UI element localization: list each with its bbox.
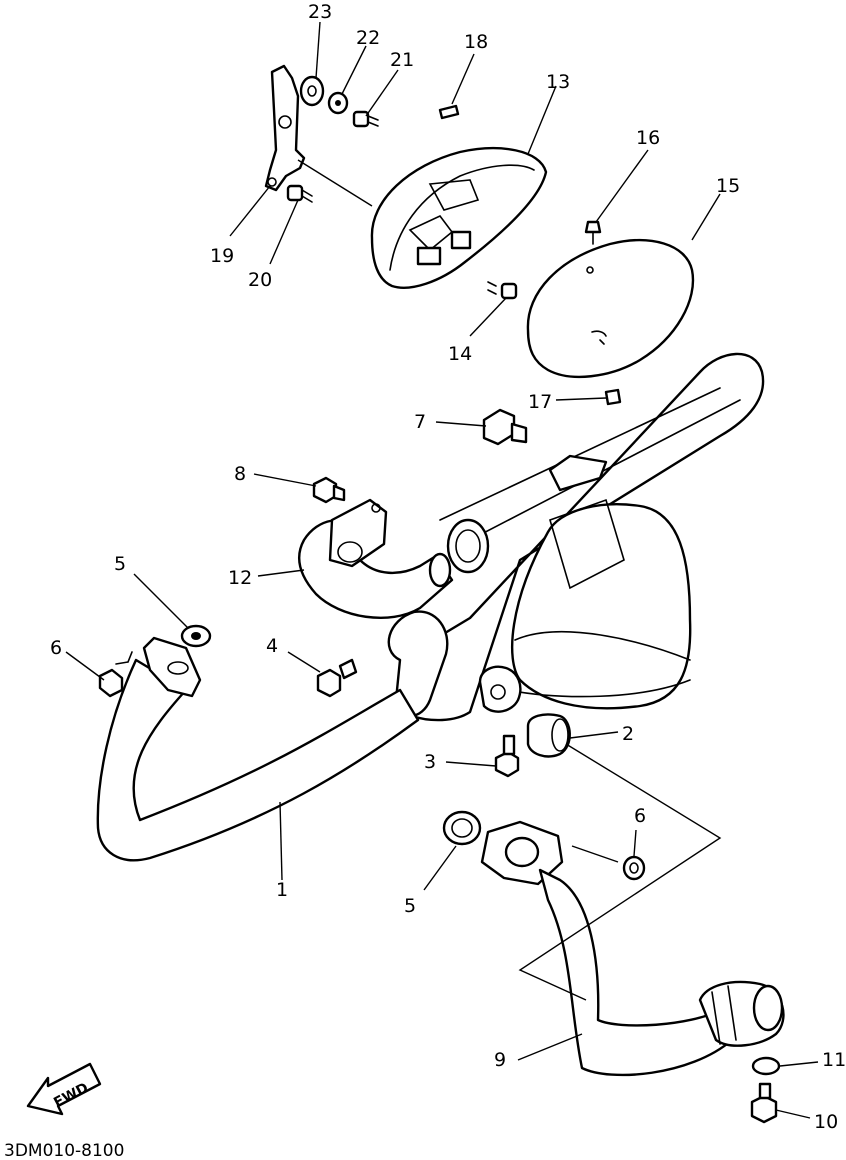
drawing-code: 3DM010-8100 <box>4 1141 124 1160</box>
bolt-8 <box>312 476 346 504</box>
callout-17: 17 <box>528 391 552 413</box>
collar-2 <box>526 713 571 758</box>
callout-6-upper: 6 <box>50 637 62 659</box>
callout-labels: 1 2 3 4 5 6 5 6 7 8 9 10 11 12 13 14 15 … <box>50 1 846 1133</box>
bolt-7 <box>482 408 528 446</box>
callout-10: 10 <box>814 1111 838 1133</box>
callout-18: 18 <box>464 31 488 53</box>
callout-6-lower: 6 <box>634 805 646 827</box>
fwd-arrow-badge: FWD <box>26 1062 102 1116</box>
cover-15 <box>526 220 695 406</box>
nut-6-upper <box>98 651 133 698</box>
callout-4: 4 <box>266 635 278 657</box>
callout-3: 3 <box>424 751 436 773</box>
callout-5-upper: 5 <box>114 553 126 575</box>
nut-6-lower <box>622 855 646 881</box>
gasket-5-upper <box>180 624 212 648</box>
callout-16: 16 <box>636 127 660 149</box>
callout-19: 19 <box>210 245 234 267</box>
callout-23: 23 <box>308 1 332 23</box>
callout-7: 7 <box>414 411 426 433</box>
muffler <box>387 352 765 722</box>
bolt-4 <box>316 658 358 698</box>
bolt-10 <box>750 1082 778 1124</box>
callout-21: 21 <box>390 49 414 71</box>
callout-leaders <box>65 21 819 1119</box>
exhaust-pipe-1 <box>96 636 420 862</box>
callout-8: 8 <box>234 463 246 485</box>
callout-9: 9 <box>494 1049 506 1071</box>
callout-11: 11 <box>822 1049 846 1071</box>
pipe-12 <box>297 498 454 620</box>
callout-22: 22 <box>356 27 380 49</box>
assembly-line-upper <box>518 743 722 1001</box>
exhaust-pipe-9 <box>480 820 785 1077</box>
callout-13: 13 <box>546 71 570 93</box>
bolt-3 <box>494 734 520 778</box>
callout-1: 1 <box>276 879 288 901</box>
callout-12: 12 <box>228 567 252 589</box>
callout-2: 2 <box>622 723 634 745</box>
callout-14: 14 <box>448 343 472 365</box>
callout-15: 15 <box>716 175 740 197</box>
callout-20: 20 <box>248 269 272 291</box>
heat-protector-13 <box>370 104 548 300</box>
assembly-line-lower <box>571 845 619 863</box>
washer-11 <box>751 1056 781 1076</box>
bracket-assembly <box>264 64 379 207</box>
gasket-5-lower <box>442 810 482 846</box>
callout-5-lower: 5 <box>404 895 416 917</box>
clamp <box>478 665 522 713</box>
